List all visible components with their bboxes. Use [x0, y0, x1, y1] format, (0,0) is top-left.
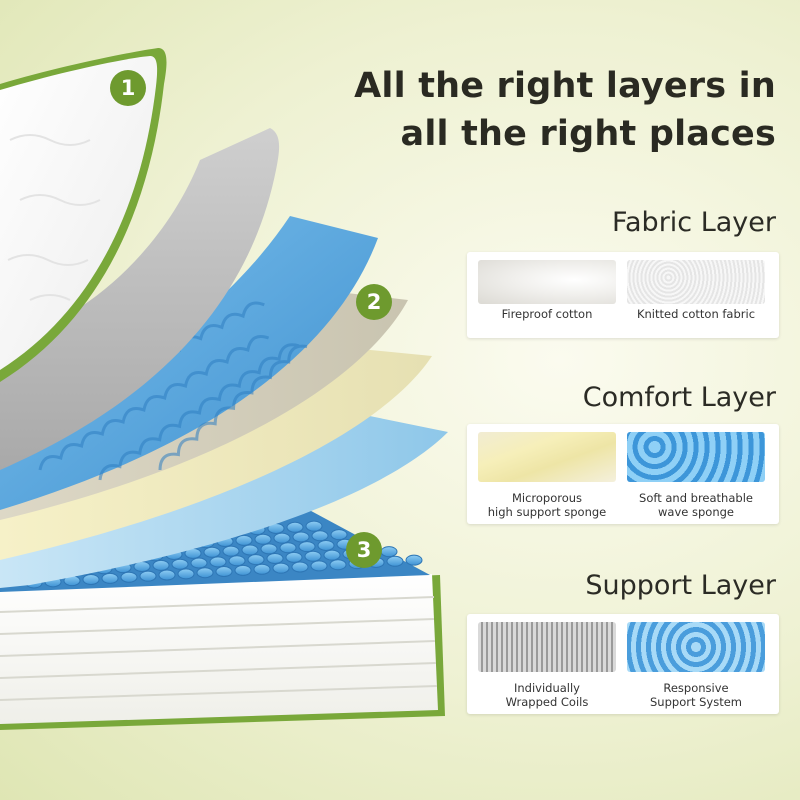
coil-top — [298, 541, 316, 553]
coil-top — [158, 569, 176, 581]
pocket-springs-swatch — [627, 622, 765, 672]
caption-line: wave sponge — [658, 505, 734, 519]
comfort-layer-title: Comfort Layer — [582, 382, 776, 413]
coil-top — [310, 560, 328, 572]
coil-top — [405, 554, 423, 566]
microporous-sponge-swatch — [478, 432, 616, 482]
comfort-layer-card: Microporous high support sponge Soft and… — [467, 424, 779, 524]
coil-top — [305, 520, 323, 532]
coil-top — [304, 550, 322, 562]
material-caption: Knitted cotton fabric — [636, 307, 756, 321]
coil-top — [329, 559, 347, 571]
headline-line-1: All the right layers in — [354, 66, 776, 106]
top-cotton-layer — [0, 48, 167, 382]
coil-top — [101, 572, 119, 584]
headline-line-2: all the right places — [400, 114, 776, 154]
light-blue-layer — [0, 412, 448, 588]
coil-top — [260, 543, 278, 555]
coil-top — [177, 568, 195, 580]
material-caption: Responsive Support System — [621, 681, 771, 709]
coil-top — [228, 555, 246, 567]
coil-top — [285, 551, 303, 563]
coil-top — [291, 561, 309, 573]
coil-top — [152, 559, 170, 571]
material-caption: Fireproof cotton — [501, 307, 593, 321]
cream-foam-layer — [0, 346, 432, 560]
caption-line: Individually — [513, 681, 580, 695]
knitted-cotton-swatch — [627, 260, 765, 304]
coil-top — [380, 546, 398, 558]
coil-top — [292, 531, 310, 543]
support-layer-card: Individually Wrapped Coils Responsive Su… — [467, 614, 779, 714]
coil-top — [254, 533, 272, 545]
wave-sponge-swatch — [627, 432, 765, 482]
fabric-layer-title: Fabric Layer — [611, 207, 776, 238]
wrapped-coils-swatch — [478, 622, 616, 672]
caption-line: Wrapped Coils — [505, 695, 589, 709]
coil-top — [215, 566, 233, 578]
coil-top — [330, 529, 348, 541]
coil-top — [234, 564, 252, 576]
material-caption: Microporous high support sponge — [472, 491, 622, 519]
fireproof-cotton-swatch — [478, 260, 616, 304]
caption-line: high support sponge — [487, 505, 607, 519]
coil-top — [266, 553, 284, 564]
layer-3-marker: 3 — [346, 532, 382, 568]
coil-top — [386, 555, 404, 567]
caption-line: Soft and breathable — [639, 491, 753, 505]
caption-line: Microporous — [511, 491, 583, 505]
coil-top — [190, 557, 208, 569]
coil-top — [171, 558, 189, 570]
coil-top — [317, 539, 335, 551]
coil-top — [273, 532, 291, 544]
coil-top — [120, 571, 138, 583]
material-caption: Individually Wrapped Coils — [472, 681, 622, 709]
gray-sheet-layer — [0, 128, 280, 470]
coil-top — [241, 544, 259, 556]
coil-top — [203, 546, 221, 558]
layer-2-marker: 2 — [356, 284, 392, 320]
layer-1-marker: 1 — [110, 70, 146, 106]
caption-line: Support System — [650, 695, 742, 709]
coil-top — [82, 574, 100, 586]
coil-top — [323, 549, 341, 561]
coil-top — [272, 562, 290, 574]
fabric-layer-card: Fireproof cotton Knitted cotton fabric — [467, 252, 779, 338]
coil-top — [139, 570, 157, 582]
coil-top — [253, 563, 271, 575]
coil-top — [247, 554, 265, 566]
coil-top — [311, 530, 329, 542]
coil-top — [209, 556, 227, 568]
coil-top — [279, 542, 297, 554]
mattress-base — [0, 574, 445, 730]
coil-top — [196, 567, 214, 579]
support-layer-title: Support Layer — [585, 570, 776, 601]
caption-line: Responsive — [663, 681, 729, 695]
material-caption: Soft and breathable wave sponge — [621, 491, 771, 519]
coil-top — [286, 521, 304, 533]
page-headline: All the right layers in all the right pl… — [354, 62, 776, 158]
coil-top — [222, 545, 240, 557]
coil-top — [235, 534, 253, 546]
